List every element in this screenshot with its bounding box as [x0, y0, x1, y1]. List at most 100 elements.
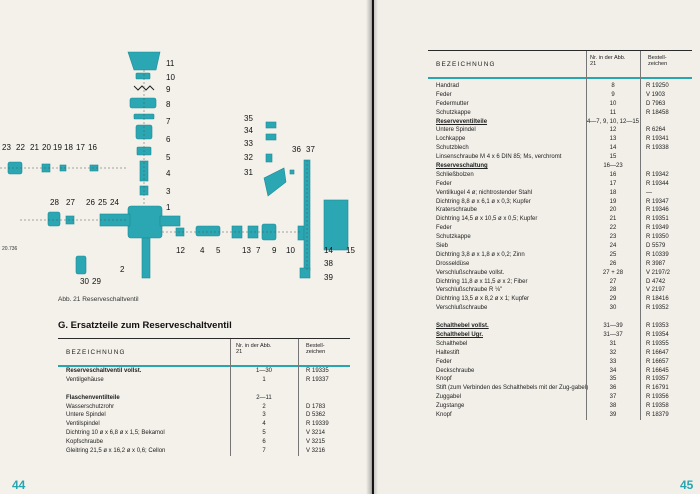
row-description: Schutzkappe — [436, 109, 471, 116]
callout: 24 — [110, 198, 119, 207]
row-figure-number: 35 — [609, 376, 617, 383]
row-figure-number: 22 — [609, 225, 617, 232]
table-row: Ventilspindel 4 R 19339 — [58, 420, 350, 429]
row-description: Ventilkugel 4 ø; nichtrostender Stahl — [436, 189, 533, 196]
row-description: Schalthebel vollst. — [436, 323, 489, 330]
table-row — [58, 385, 350, 394]
row-order-code: R 16791 — [646, 385, 669, 392]
row-order-code: R 19355 — [646, 340, 669, 347]
table-row: Feder 22 R 19349 — [428, 224, 692, 233]
row-figure-number: 4 — [262, 421, 266, 428]
row-order-code: R 16647 — [646, 349, 669, 356]
row-description: Ventilspindel — [66, 421, 100, 428]
row-description: Feder — [436, 225, 452, 232]
row-order-code: R 19344 — [646, 180, 669, 187]
row-figure-number: 9 — [611, 91, 615, 98]
row-figure-number: 36 — [609, 385, 617, 392]
callout: 1 — [166, 203, 171, 212]
row-order-code: R 19350 — [646, 234, 669, 241]
callout: 35 — [244, 114, 253, 123]
row-description: Schalthebel — [436, 340, 468, 347]
row-figure-number: 31—37 — [603, 331, 623, 338]
row-order-code: R 19339 — [306, 421, 329, 428]
header-number: Nr. in der Abb. 21 — [590, 55, 626, 68]
row-order-code: R 6264 — [646, 127, 666, 134]
row-order-code: D 7963 — [646, 100, 666, 107]
row-figure-number: 24 — [609, 243, 617, 250]
row-description: Wasserschutzrohr — [66, 403, 115, 410]
row-description: Haltestift — [436, 349, 460, 356]
callout: 4 — [166, 169, 171, 178]
row-figure-number: 27 — [609, 278, 617, 285]
row-figure-number: 2—11 — [256, 394, 272, 401]
row-order-code: R 18458 — [646, 109, 669, 116]
callout: 38 — [324, 259, 333, 268]
callout: 5 — [216, 246, 221, 255]
row-order-code: R 19349 — [646, 225, 669, 232]
callout: 16 — [88, 143, 97, 152]
row-order-code: R 19352 — [646, 305, 669, 312]
callout: 9 — [166, 85, 171, 94]
row-order-code: R 19250 — [646, 83, 669, 89]
callout: 21 — [30, 143, 39, 152]
header-order-code: Bestell-zeichen — [648, 55, 668, 68]
row-description: Dichtring 10 ø x 6,8 ø x 1,5; Bekamol — [66, 430, 165, 437]
row-description: Verschlußschraube R ⅛" — [436, 287, 503, 294]
row-order-code: R 19347 — [646, 198, 669, 205]
callout: 26 — [86, 198, 95, 207]
row-description: Feder — [436, 358, 452, 365]
row-description: Dichtring 14,5 ø x 10,5 ø x 0,5; Kupfer — [436, 216, 538, 223]
callout: 27 — [66, 198, 75, 207]
callout: 3 — [166, 187, 171, 196]
header-description: BEZEICHNUNG — [436, 61, 496, 68]
row-order-code: — — [646, 189, 652, 196]
row-description: Feder — [436, 91, 452, 98]
header-number: Nr. in der Abb. 21 — [236, 343, 272, 356]
row-description: Reserveventilteile — [436, 118, 488, 125]
row-order-code: R 19357 — [646, 376, 669, 383]
row-order-code: R 19335 — [306, 368, 329, 374]
diagram-dashes — [0, 70, 308, 270]
row-figure-number: 3 — [262, 412, 266, 419]
row-description: Handrad — [436, 83, 460, 89]
row-figure-number: 16—23 — [603, 163, 623, 170]
table-header: BEZEICHNUNG Nr. in der Abb. 21 Bestell-z… — [428, 51, 692, 79]
figure-caption: Abb. 21 Reserveschaltventil — [58, 296, 139, 303]
row-description: Zuggabel — [436, 394, 462, 401]
row-order-code: R 19351 — [646, 216, 669, 223]
row-description: Dichtring 13,5 ø x 8,2 ø x 1; Kupfer — [436, 296, 530, 303]
row-figure-number: 37 — [609, 394, 617, 401]
callout: 34 — [244, 126, 253, 135]
callout: 31 — [244, 168, 253, 177]
callout: 25 — [98, 198, 107, 207]
callout: 39 — [324, 273, 333, 282]
callout: 4 — [200, 246, 205, 255]
row-order-code: R 19337 — [306, 376, 329, 383]
row-order-code: D 5579 — [646, 243, 666, 250]
row-description: Ventilgehäuse — [66, 376, 104, 383]
page-number-right: 45 — [680, 478, 694, 492]
row-order-code: R 16645 — [646, 367, 669, 374]
row-description: Schalthebel Ugr. — [436, 331, 484, 338]
